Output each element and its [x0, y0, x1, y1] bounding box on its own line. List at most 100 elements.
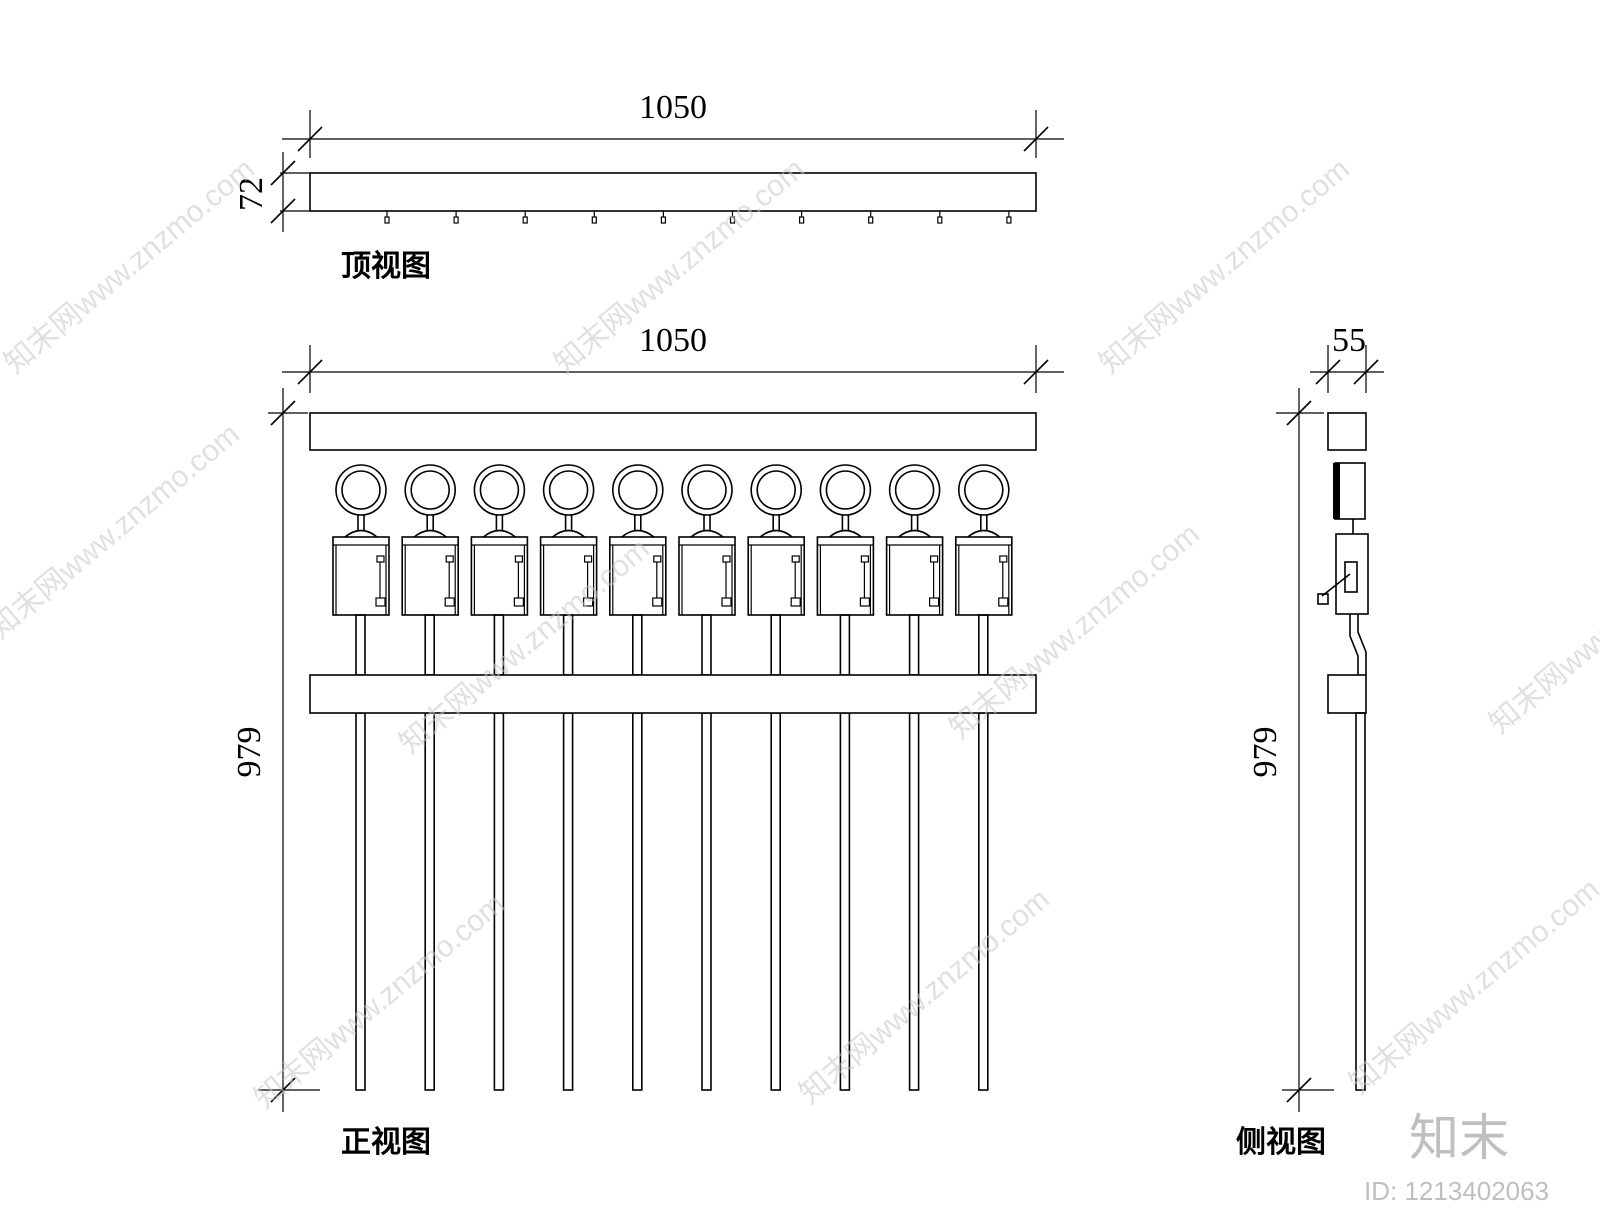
- unit-ring-inner: [548, 470, 589, 510]
- top-hook: [522, 216, 528, 224]
- unit-lock-key: [445, 555, 454, 563]
- unit-collar: [828, 529, 862, 538]
- front-unit: [678, 464, 736, 1091]
- front-height-tick-top: [270, 400, 296, 426]
- front-lower-bar: [309, 674, 1037, 714]
- unit-ring-outer: [819, 464, 872, 516]
- unit-rod-upper: [908, 614, 920, 676]
- unit-lock-knob: [721, 597, 732, 607]
- unit-rod-upper: [424, 614, 436, 676]
- front-width-tick-left: [297, 359, 323, 385]
- unit-collar: [967, 529, 1001, 538]
- top-hook: [937, 216, 943, 224]
- unit-lock-key: [929, 555, 939, 563]
- front-unit: [539, 464, 598, 1091]
- unit-ring-inner: [410, 470, 451, 510]
- side-ring-edge: [1333, 463, 1340, 519]
- side-depth-tick-right: [1353, 359, 1379, 385]
- unit-collar: [413, 529, 447, 538]
- watermark-text: 知末网www.znzmo.com: [793, 883, 1056, 1111]
- unit-ring-outer: [335, 464, 387, 516]
- front-unit: [470, 464, 529, 1091]
- watermark-text: 知末网www.znzmo.com: [943, 518, 1206, 746]
- front-width-dim-label: 1050: [639, 322, 707, 359]
- side-height-dim-label: 979: [1247, 727, 1284, 778]
- top-view-title: 顶视图: [341, 249, 431, 284]
- unit-lock-key: [376, 555, 385, 563]
- unit-collar: [482, 529, 516, 538]
- unit-ring-inner: [617, 470, 658, 510]
- unit-lock-key: [791, 555, 800, 563]
- front-view: 1050 979 正视图: [231, 322, 1064, 1160]
- top-hook: [729, 216, 736, 224]
- top-hook: [868, 216, 874, 224]
- front-view-title: 正视图: [341, 1125, 431, 1160]
- side-lock-lever: [1321, 573, 1351, 597]
- unit-lock-knob: [859, 597, 871, 607]
- unit-lock-key: [860, 555, 870, 563]
- unit-collar: [552, 529, 586, 538]
- unit-collar: [621, 529, 655, 538]
- front-top-bar: [309, 412, 1037, 451]
- side-lower-bar: [1327, 674, 1367, 714]
- unit-ring-inner: [894, 470, 935, 510]
- top-rail: [309, 172, 1037, 212]
- unit-rod-lower: [977, 712, 989, 1091]
- side-view: 55 979 侧视图: [1236, 322, 1384, 1160]
- unit-lock-key: [999, 555, 1008, 563]
- front-unit: [954, 464, 1013, 1091]
- top-hook: [591, 216, 597, 224]
- unit-ring-outer: [750, 464, 803, 516]
- unit-lock-knob: [998, 597, 1009, 607]
- unit-ring-outer: [611, 464, 664, 516]
- side-rod-bend-a: [1349, 614, 1359, 675]
- front-height-dim-label: 979: [231, 727, 268, 778]
- top-hook: [660, 216, 667, 224]
- side-view-title: 侧视图: [1236, 1125, 1326, 1160]
- unit-rod-lower: [770, 712, 782, 1091]
- side-height-tick-bottom: [1286, 1077, 1312, 1103]
- front-unit: [608, 464, 667, 1091]
- front-width-tick-right: [1023, 359, 1049, 385]
- top-hook: [384, 216, 390, 224]
- unit-rod-upper: [355, 614, 366, 676]
- top-hook: [453, 216, 459, 224]
- unit-ring-outer: [473, 464, 526, 516]
- unit-rod-lower: [562, 712, 574, 1091]
- unit-ring-inner: [825, 470, 866, 510]
- watermark-text: 知末网www.znzmo.com: [0, 153, 261, 381]
- unit-ring-outer: [888, 464, 941, 516]
- unit-lock-knob: [928, 597, 940, 607]
- unit-rod-upper: [701, 614, 712, 676]
- brand-logo: 知末: [1409, 1109, 1509, 1167]
- top-view: 1050 72 顶视图: [233, 89, 1064, 284]
- top-hooks: [384, 211, 1012, 224]
- side-depth-dim-label: 55: [1332, 322, 1366, 359]
- unit-ring-inner: [479, 470, 520, 510]
- watermark-text: 知末网www.znzmo.com: [1343, 873, 1600, 1101]
- unit-rod-lower: [424, 712, 436, 1091]
- unit-lock-knob: [652, 597, 663, 607]
- side-lock-knob: [1317, 593, 1329, 605]
- top-width-tick-right: [1023, 126, 1049, 152]
- side-top-bar: [1327, 412, 1367, 451]
- unit-rod-lower: [631, 712, 643, 1091]
- unit-collar: [759, 529, 793, 538]
- front-unit: [816, 464, 875, 1091]
- top-hook: [1006, 216, 1012, 224]
- unit-lock-key: [514, 555, 524, 563]
- top-width-tick-left: [297, 126, 323, 152]
- side-height-tick-top: [1286, 400, 1312, 426]
- unit-rod-lower: [701, 712, 712, 1091]
- unit-lock-key: [722, 555, 731, 563]
- front-unit: [747, 464, 806, 1091]
- top-depth-tick-bottom: [270, 198, 296, 224]
- unit-rod-upper: [631, 614, 643, 676]
- top-depth-dim-label: 72: [233, 177, 270, 211]
- unit-ring-outer: [681, 464, 733, 516]
- front-height-tick-bottom: [270, 1077, 296, 1103]
- brand-id: ID: 1213402063: [1364, 1176, 1549, 1206]
- top-width-dim-label: 1050: [639, 89, 707, 126]
- unit-rod-upper: [977, 614, 989, 676]
